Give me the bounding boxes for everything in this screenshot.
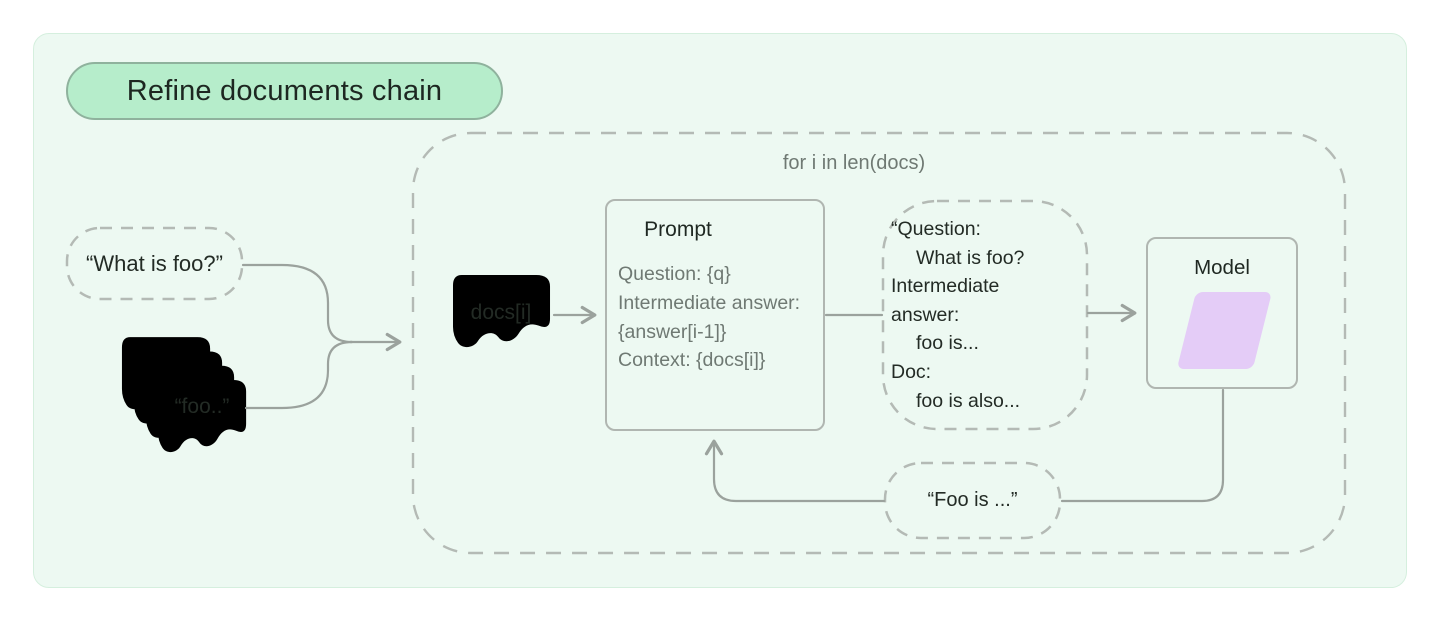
rendered-prompt-line: foo is... bbox=[916, 332, 979, 355]
prompt-line: Context: {docs[i]} bbox=[618, 349, 766, 372]
prompt-line: Intermediate answer: bbox=[618, 291, 801, 314]
rendered-prompt-line: What is foo? bbox=[916, 246, 1025, 269]
rendered-prompt-line: “Question: bbox=[891, 218, 981, 240]
model-box-title: Model bbox=[1194, 256, 1250, 279]
prompt-box-body: Question: {q} Intermediate answer: {answ… bbox=[618, 260, 818, 375]
rendered-prompt-bubble bbox=[881, 199, 1089, 431]
prompt-box bbox=[605, 199, 825, 431]
rendered-prompt-line: foo is also... bbox=[916, 389, 1021, 412]
question-bubble-text: “What is foo?” bbox=[86, 250, 223, 276]
docs-i-label: docs[i] bbox=[470, 301, 532, 324]
question-bubble bbox=[65, 226, 244, 301]
answer-to-prompt-arrow bbox=[704, 439, 886, 503]
title-badge: Refine documents chain bbox=[66, 62, 503, 120]
docs-stack-label: “foo..” bbox=[174, 395, 230, 418]
rendered-prompt-line: Doc: bbox=[891, 360, 932, 383]
answer-bubble bbox=[883, 461, 1062, 540]
rendered-prompt-line: Intermediate bbox=[891, 275, 1000, 298]
prompt-line: Question: {q} bbox=[618, 263, 731, 285]
title-badge-label: Refine documents chain bbox=[126, 74, 443, 107]
merge-connector-top bbox=[241, 263, 354, 344]
model-box bbox=[1146, 237, 1298, 389]
prompt-box-title: Prompt bbox=[644, 218, 712, 241]
merge-connector-bottom bbox=[244, 340, 354, 410]
answer-bubble-text: “Foo is ...” bbox=[927, 489, 1018, 511]
prompt-line: {answer[i-1]} bbox=[618, 320, 727, 343]
rendered-prompt-text: “Question: What is foo? Intermediate ans… bbox=[891, 215, 1083, 415]
rendered-prompt-line: answer: bbox=[891, 303, 960, 326]
model-to-answer-line bbox=[1060, 388, 1225, 503]
for-loop-label: for i in len(docs) bbox=[782, 152, 926, 174]
